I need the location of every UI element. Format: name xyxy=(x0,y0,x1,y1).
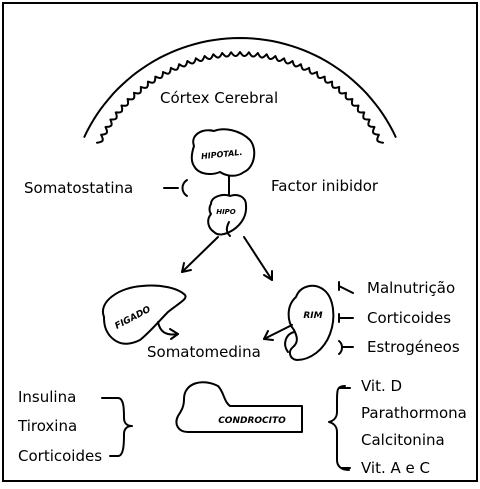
insulin-label: Insulina xyxy=(18,388,76,406)
estrogens-connector xyxy=(339,341,353,354)
inhibition-bracket xyxy=(183,180,188,196)
vitamin-d-label: Vit. D xyxy=(361,377,402,395)
estrogens-label: Estrogéneos xyxy=(367,338,460,356)
pituitary-label: HIPO xyxy=(216,208,236,216)
calcitonin-label: Calcitonina xyxy=(361,431,445,449)
kidney-shape xyxy=(289,286,334,360)
malnutrition-connector xyxy=(339,282,353,293)
vitamin-ac-label: Vit. A e C xyxy=(361,459,430,477)
corticoids-connector xyxy=(339,314,353,322)
cortex-label: Córtex Cerebral xyxy=(160,89,278,107)
inhibitor-label: Factor inibidor xyxy=(271,177,379,195)
parathormone-label: Parathormona xyxy=(361,404,467,422)
arrow-to-kidney xyxy=(244,237,272,280)
thyroxine-label: Tiroxina xyxy=(17,417,77,435)
left-brace xyxy=(102,398,132,456)
malnutrition-label: Malnutrição xyxy=(367,279,455,297)
kidney-label: RIM xyxy=(303,311,322,321)
chondrocyte-label: CONDROCITO xyxy=(218,416,286,426)
right-brace xyxy=(329,386,349,470)
corticoids-left-label: Corticoides xyxy=(18,447,102,465)
arrow-to-liver xyxy=(182,237,218,272)
somatomedin-label: Somatomedina xyxy=(147,343,261,361)
somatostatin-label: Somatostatina xyxy=(24,179,133,197)
corticoids-kidney-label: Corticoides xyxy=(367,309,451,327)
